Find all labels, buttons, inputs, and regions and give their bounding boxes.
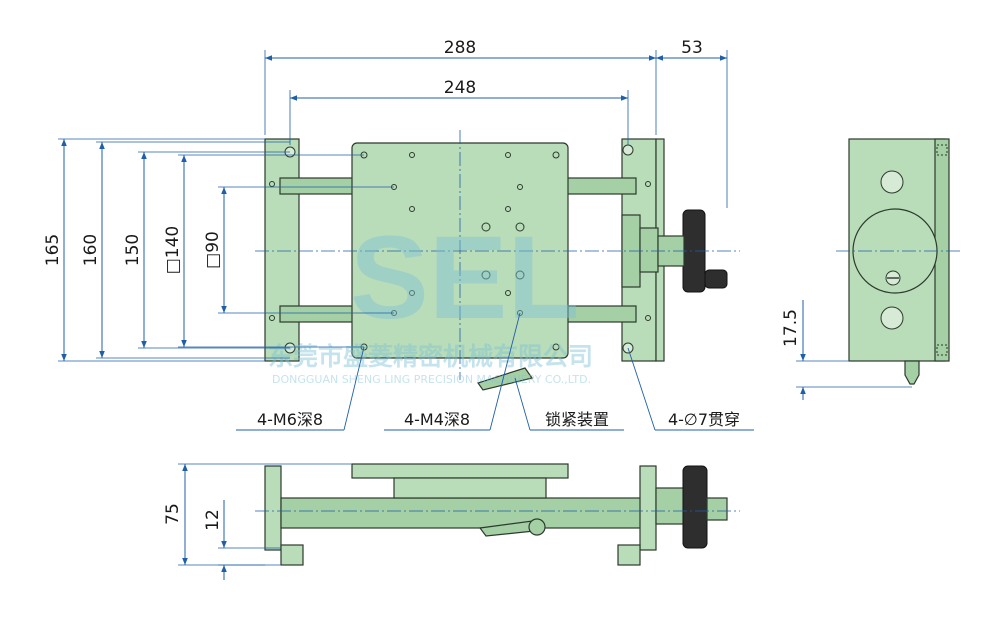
front-table bbox=[351, 463, 569, 479]
callout-m4: 4-M4深8 bbox=[384, 312, 521, 431]
side-lever-tip bbox=[904, 360, 920, 385]
front-left-foot bbox=[280, 544, 304, 566]
front-body bbox=[280, 497, 642, 529]
dim-288: 288 bbox=[444, 38, 476, 58]
lock-lever bbox=[477, 367, 533, 391]
svg-text:4-M6深8: 4-M6深8 bbox=[257, 410, 323, 429]
watermark-company-cn: 东莞市盛菱精密机械有限公司 bbox=[268, 342, 593, 371]
svg-text:4-∅7贯穿: 4-∅7贯穿 bbox=[668, 410, 740, 429]
dim-75: 75 bbox=[163, 503, 183, 525]
front-right-block bbox=[639, 465, 657, 551]
side-hole-bottom bbox=[880, 306, 904, 330]
front-knob-shaft bbox=[706, 497, 728, 521]
screw-shaft bbox=[639, 227, 659, 273]
dim-150: 150 bbox=[123, 234, 143, 266]
watermark: SEL 东莞市盛菱精密机械有限公司 DONGGUAN SHENG LING PR… bbox=[268, 212, 593, 386]
callout-through-hole: 4-∅7贯穿 bbox=[627, 347, 754, 431]
callout-lock: 锁紧装置 bbox=[514, 377, 624, 431]
front-carriage bbox=[393, 477, 547, 499]
watermark-logo: SEL bbox=[350, 212, 580, 344]
dim-12: 12 bbox=[203, 509, 223, 531]
front-left-block bbox=[264, 465, 282, 551]
dim-53: 53 bbox=[681, 38, 703, 58]
front-knob bbox=[682, 465, 708, 549]
front-knob-hub bbox=[655, 487, 687, 525]
svg-text:4-M4深8: 4-M4深8 bbox=[404, 410, 470, 429]
left-end-block bbox=[264, 138, 300, 362]
dim-square-140: □140 bbox=[163, 226, 183, 275]
front-right-foot bbox=[617, 544, 641, 566]
top-view bbox=[255, 130, 740, 391]
through-hole bbox=[622, 144, 634, 156]
watermark-company-en: DONGGUAN SHENG LING PRECISION MACHINERY … bbox=[272, 373, 591, 386]
callout-m6: 4-M6深8 bbox=[236, 346, 365, 431]
dim-17-5: 17.5 bbox=[781, 309, 801, 347]
dim-square-90: □90 bbox=[203, 231, 223, 269]
side-hole-top bbox=[880, 170, 904, 194]
dim-248: 248 bbox=[444, 78, 476, 98]
dim-165: 165 bbox=[43, 234, 63, 266]
front-view bbox=[255, 463, 740, 566]
svg-text:锁紧装置: 锁紧装置 bbox=[545, 410, 609, 429]
front-lock-ball bbox=[528, 518, 546, 536]
dim-160: 160 bbox=[81, 234, 101, 266]
knob-handle bbox=[704, 269, 728, 289]
side-view bbox=[836, 138, 962, 385]
